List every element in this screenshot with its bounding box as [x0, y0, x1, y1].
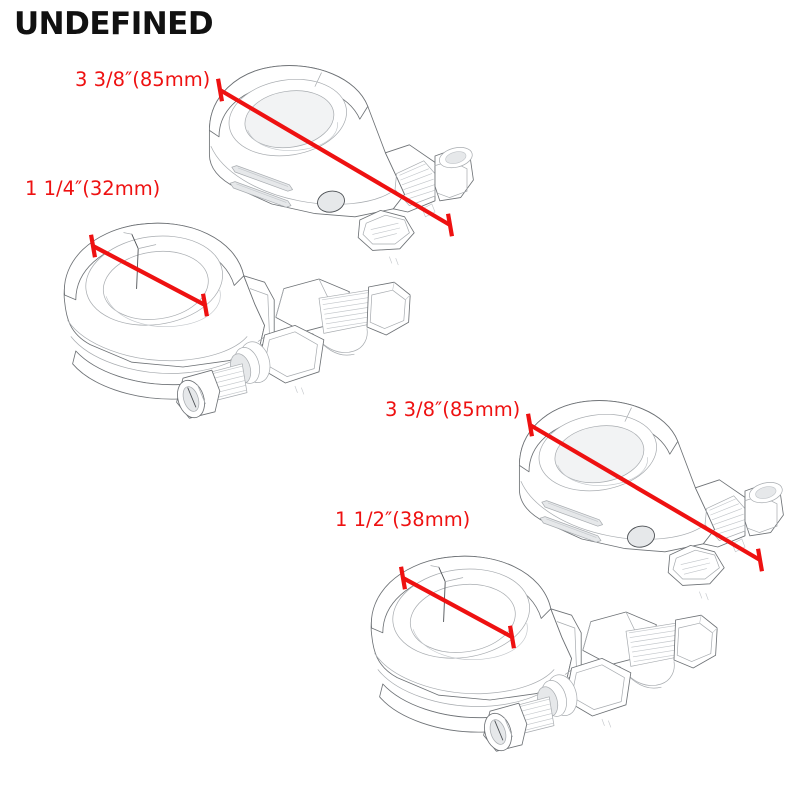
dimension-line-shaft	[218, 88, 452, 227]
clamp-mid-left	[63, 222, 411, 422]
dimension-label-bottom-length: 3 3/8″(85mm)	[385, 398, 521, 421]
dimension-tick-end	[755, 548, 765, 572]
dimension-tick-start	[398, 566, 408, 590]
dimension-tick-end	[200, 293, 210, 317]
dimension-label-right-bore-38: 1 1/2″(38mm)	[335, 508, 471, 531]
dimension-tick-start	[88, 234, 98, 258]
dimension-line-right-bore-38	[398, 566, 517, 649]
clamp-top-right	[518, 400, 785, 601]
dimension-tick-start	[215, 78, 225, 102]
clamp-bottom-right	[370, 555, 718, 755]
dimension-line-bottom-length	[525, 413, 765, 572]
dimension-line-top-length	[215, 78, 455, 237]
dimension-tick-end	[445, 213, 455, 237]
dimension-line-shaft	[92, 244, 206, 307]
clamp-top-left	[208, 65, 475, 266]
dimension-line-shaft	[402, 576, 513, 639]
dimension-tick-end	[507, 625, 517, 649]
dimension-line-shaft	[528, 423, 762, 562]
dimension-lines-group	[88, 78, 765, 649]
dimension-tick-start	[525, 413, 535, 437]
dimension-label-top-length: 3 3/8″(85mm)	[75, 68, 211, 91]
watermark-undefined: UNDEFINED	[14, 6, 214, 42]
dimension-line-left-bore-32	[88, 234, 210, 317]
dimension-label-left-bore-32: 1 1/4″(32mm)	[25, 177, 161, 200]
